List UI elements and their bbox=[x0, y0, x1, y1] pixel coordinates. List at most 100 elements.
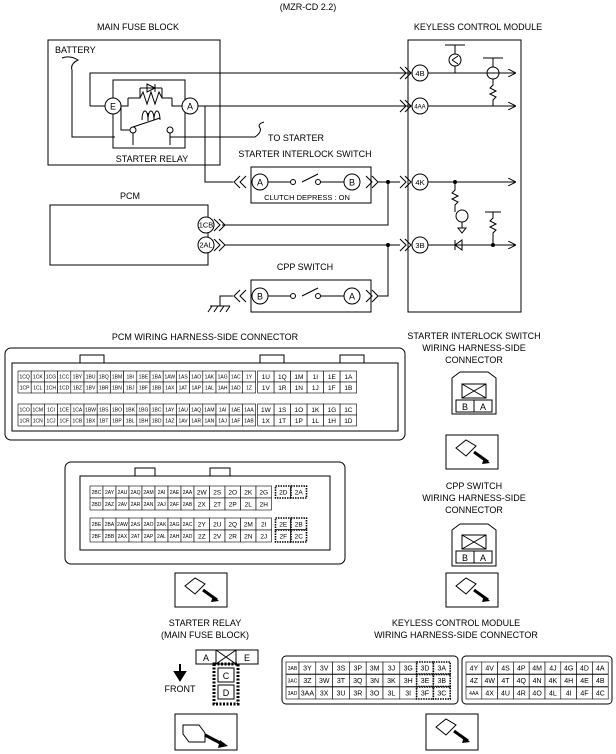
connector-pin-label: 2AY bbox=[105, 490, 115, 496]
connector-pin-label: 1AC bbox=[231, 374, 241, 380]
connector-pin-label: 1AN bbox=[205, 418, 215, 424]
cpp-contact-2 bbox=[315, 293, 321, 299]
interlock-connector-key-x bbox=[461, 383, 487, 399]
junction-4k bbox=[386, 180, 390, 184]
model-label: (MZR-CD 2.2) bbox=[280, 2, 337, 12]
connector-pin-label: 1AB bbox=[244, 418, 254, 424]
interlock-chevrons-left bbox=[233, 175, 247, 189]
connector-pin-label: 1BY bbox=[73, 374, 83, 380]
connector-pin-label: 1AD bbox=[231, 385, 241, 391]
connector-pin-label: 2M bbox=[244, 521, 253, 528]
connector-pin-label: 2F bbox=[279, 533, 287, 540]
connector-pin-label: 1AL bbox=[205, 385, 214, 391]
connector-pin-label: 1AM bbox=[204, 407, 214, 413]
connector-pin-label: 4Y bbox=[470, 666, 479, 673]
relay-connector-title-1: STARTER RELAY bbox=[169, 618, 242, 628]
connector-pin-label: 4U bbox=[501, 691, 510, 698]
to-starter-label: TO STARTER bbox=[268, 133, 325, 143]
cpp-pin-a-label: A bbox=[349, 292, 355, 302]
connector-pin-label: 1BN bbox=[112, 385, 122, 391]
connector-pin-label: 1AR bbox=[191, 418, 201, 424]
connector-pin-label: 1W bbox=[261, 407, 272, 414]
pcm-pin-1cb bbox=[197, 216, 215, 234]
connector-pin-label: 1I bbox=[313, 374, 319, 381]
connector-pin-label: 3D bbox=[421, 666, 430, 673]
connector-pin-cell bbox=[339, 381, 357, 394]
connector-pin-label: 1AZ bbox=[165, 418, 174, 424]
front-arrow-icon bbox=[173, 664, 187, 682]
ground-icon bbox=[207, 305, 231, 313]
connector-pin-label: 2AI bbox=[158, 490, 166, 496]
pcm-lower-connector-inner bbox=[79, 475, 331, 551]
kcm-connector-title-2: WIRING HARNESS-SIDE CONNECTOR bbox=[374, 630, 538, 640]
connector-pin-label: 3R bbox=[353, 691, 362, 698]
cpp-switch-box bbox=[250, 279, 372, 313]
cpp-connector-key-x bbox=[461, 534, 487, 550]
kcm-junction-3b bbox=[491, 243, 495, 247]
connector-pin-cell bbox=[290, 529, 308, 543]
relay-pin-e-label: E bbox=[110, 102, 116, 112]
kcm-connector-title-1: KEYLESS CONTROL MODULE bbox=[392, 618, 520, 628]
connector-pin-label: 3Z bbox=[303, 678, 312, 685]
pcm-pin-2al bbox=[197, 236, 215, 254]
connector-pin-label: 3H bbox=[404, 678, 413, 685]
interlock-switch-box bbox=[250, 166, 372, 204]
connector-pin-label: 2AR bbox=[131, 502, 141, 508]
connector-pin-label: 1S bbox=[278, 407, 287, 414]
connector-pin-label: 1CN bbox=[33, 418, 43, 424]
pcm-upper-key-2 bbox=[259, 354, 285, 364]
connector-pin-label: 1CB bbox=[73, 418, 83, 424]
connector-pin-label: 1BX bbox=[86, 418, 96, 424]
connector-pin-label: 1C bbox=[344, 407, 353, 414]
connector-pin-label: 2BA bbox=[105, 522, 115, 528]
connector-pin-label: 3A bbox=[438, 666, 447, 673]
cpp-connector-title-1: CPP SWITCH bbox=[446, 481, 502, 491]
connector-pin-label: 1AH bbox=[218, 385, 228, 391]
connector-pin-label: 2T bbox=[213, 501, 221, 508]
connector-pin-label: 2A bbox=[295, 489, 304, 496]
cpp-connector-icon-box bbox=[445, 572, 499, 608]
cpp-pin-b-label: B bbox=[257, 292, 263, 302]
connector-pin-label: 1BC bbox=[152, 407, 162, 413]
connector-pin-cell bbox=[399, 674, 417, 687]
connector-pin-cell bbox=[399, 661, 417, 675]
connector-pin-label: 2Z bbox=[198, 533, 206, 540]
connector-pin-label: 3S bbox=[337, 666, 346, 673]
connector-pin-label: 2AV bbox=[118, 502, 128, 508]
connector-pin-label: 1CO bbox=[19, 407, 29, 413]
connector-pin-label: 1AE bbox=[231, 407, 241, 413]
interlock-contact-1 bbox=[290, 179, 296, 185]
kcm-diode-3b bbox=[454, 239, 463, 251]
kcm-title: KEYLESS CONTROL MODULE bbox=[414, 22, 542, 32]
kcm-transistor-3-leads bbox=[456, 222, 468, 234]
connector-pin-label: 2P bbox=[229, 501, 237, 508]
connector-pin-label: 2C bbox=[295, 533, 304, 540]
connector-pin-label: 2Y bbox=[198, 521, 207, 528]
connector-pin-label: 2AH bbox=[170, 534, 180, 540]
connector-pin-label: 3M bbox=[370, 666, 380, 673]
connector-pin-label: 4A bbox=[596, 666, 605, 673]
connector-pin-label: 1U bbox=[262, 374, 271, 381]
connector-pin-label: 1Y bbox=[246, 374, 253, 380]
connector-pin-label: 2AD bbox=[183, 534, 193, 540]
cpp-switch-title: CPP SWITCH bbox=[277, 262, 333, 272]
cpp-connector-body bbox=[451, 523, 497, 567]
connector-pin-label: 3P bbox=[354, 666, 363, 673]
connector-pin-label: 2AT bbox=[131, 534, 140, 540]
pcm-upper-connector-outer bbox=[4, 347, 406, 441]
pcm-title: PCM bbox=[120, 191, 140, 201]
pcm-connector-plug-icon bbox=[184, 577, 219, 602]
kcm-transistor-2-leads bbox=[483, 57, 503, 106]
connector-pin-label: 4O bbox=[532, 691, 542, 698]
interlock-connector-title-3: CONNECTOR bbox=[445, 355, 503, 365]
relay-coil bbox=[141, 110, 161, 121]
connector-pin-label: 1H bbox=[328, 418, 337, 425]
connector-pin-label: 3AD bbox=[288, 691, 298, 697]
connector-pin-label: 3O bbox=[370, 691, 380, 698]
connector-pin-label: 1AV bbox=[178, 418, 188, 424]
kcm-junction-4k bbox=[453, 180, 457, 184]
connector-pin-label: 4I bbox=[566, 691, 572, 698]
connector-pin-cell bbox=[399, 686, 417, 700]
